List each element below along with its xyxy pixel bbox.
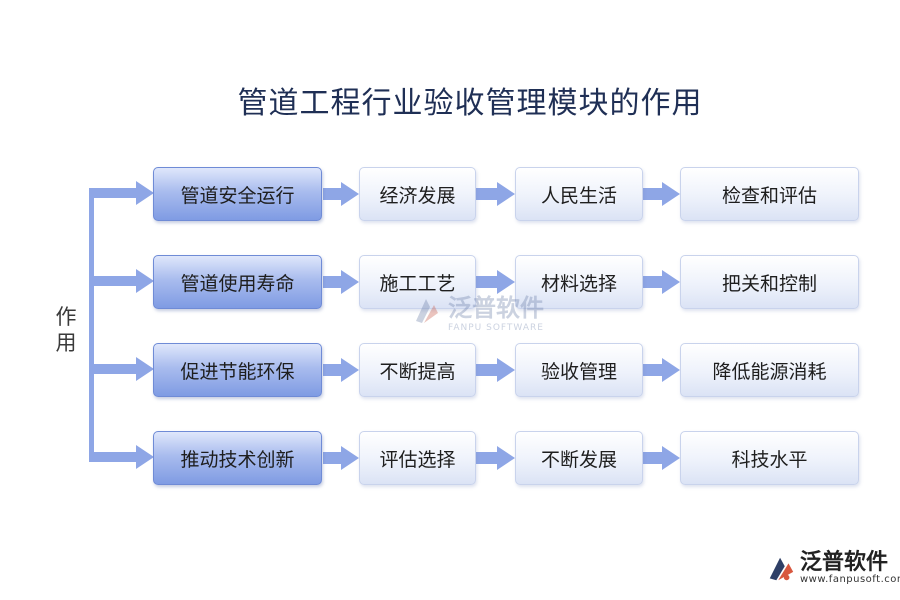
branch-arrow-4 — [89, 445, 154, 469]
box-label: 促进节能环保 — [180, 360, 295, 383]
node-box: 不断提高 — [359, 343, 476, 397]
row-arrow — [643, 358, 680, 382]
row-arrow — [323, 358, 359, 382]
watermark: 泛普软件 FANPU SOFTWARE — [410, 288, 544, 333]
row-arrow — [476, 446, 515, 470]
primary-box-1: 管道安全运行 — [153, 167, 322, 221]
branch-arrow-1 — [89, 181, 154, 205]
row-arrow — [476, 182, 515, 206]
side-label-text: 作用 — [55, 305, 77, 355]
row-arrows — [323, 182, 680, 470]
fanpu-logo-icon — [416, 298, 438, 323]
row-arrow — [323, 270, 359, 294]
row-arrow — [476, 270, 515, 294]
primary-box-4: 推动技术创新 — [153, 431, 322, 485]
watermark-text: 泛普软件 FANPU SOFTWARE — [448, 288, 544, 333]
row-arrow — [643, 182, 680, 206]
node-box: 检查和评估 — [680, 167, 859, 221]
row-arrow — [643, 270, 680, 294]
node-box: 评估选择 — [359, 431, 476, 485]
primary-box-2: 管道使用寿命 — [153, 255, 322, 309]
node-box: 验收管理 — [515, 343, 643, 397]
box-label: 管道使用寿命 — [180, 272, 295, 295]
node-box: 材料选择 — [515, 255, 643, 309]
node-box: 人民生活 — [515, 167, 643, 221]
row-arrow — [323, 446, 359, 470]
box-label: 人民生活 — [540, 184, 617, 207]
box-label: 验收管理 — [540, 360, 617, 383]
diagram-title: 管道工程行业验收管理模块的作用 — [237, 86, 703, 121]
box-label: 施工工艺 — [379, 272, 456, 295]
brand-logo: 泛普软件 www.fanpusoft.com — [766, 552, 900, 585]
row-arrow — [323, 182, 359, 206]
box-label: 不断提高 — [379, 360, 456, 383]
watermark-en: FANPU SOFTWARE — [448, 323, 544, 333]
side-label: 作用 — [54, 304, 78, 356]
node-box: 经济发展 — [359, 167, 476, 221]
trunk-line — [89, 188, 94, 462]
node-box: 施工工艺 — [359, 255, 476, 309]
branch-arrow-2 — [89, 269, 154, 293]
row-arrow — [643, 446, 680, 470]
logo-name: 泛普软件 — [800, 550, 889, 575]
node-box: 不断发展 — [515, 431, 643, 485]
box-label: 把关和控制 — [721, 272, 817, 295]
logo-text: 泛普软件 www.fanpusoft.com — [800, 550, 900, 586]
box-label: 管道安全运行 — [180, 184, 295, 207]
primary-box-3: 促进节能环保 — [153, 343, 322, 397]
box-label: 科技水平 — [731, 448, 808, 471]
box-label: 评估选择 — [379, 448, 456, 471]
box-label: 材料选择 — [540, 272, 617, 295]
node-box: 把关和控制 — [680, 255, 859, 309]
box-label: 降低能源消耗 — [712, 360, 827, 383]
logo-url: www.fanpusoft.com — [800, 574, 900, 585]
node-box: 科技水平 — [680, 431, 859, 485]
fanpu-logo-icon — [769, 557, 794, 580]
branch-arrow-3 — [89, 357, 154, 381]
node-box: 降低能源消耗 — [680, 343, 859, 397]
watermark-name: 泛普软件 — [448, 294, 544, 322]
box-label: 检查和评估 — [721, 184, 817, 207]
box-label: 不断发展 — [540, 448, 617, 471]
box-label: 经济发展 — [379, 184, 456, 207]
box-label: 推动技术创新 — [180, 448, 295, 471]
row-arrow — [476, 358, 515, 382]
